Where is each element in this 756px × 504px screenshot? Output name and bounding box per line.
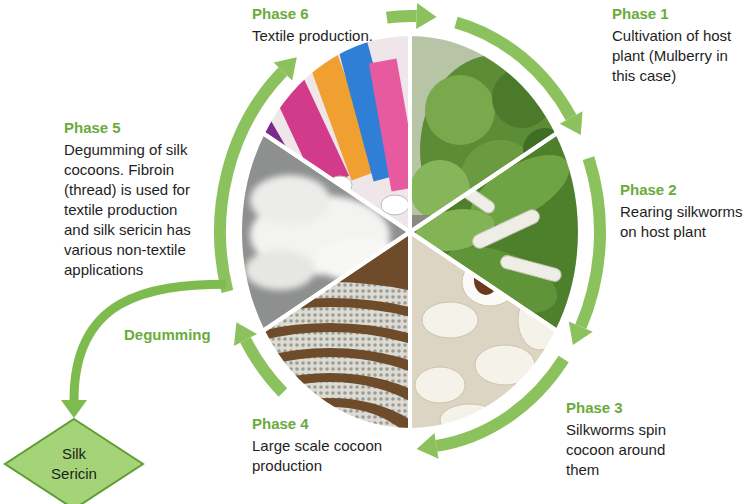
- cycle-arc: [456, 22, 571, 117]
- cycle-arc: [387, 16, 417, 18]
- flow-arrow: [387, 3, 437, 29]
- phase-sector: Phase 6Textile production.: [240, 34, 580, 430]
- sector-edge: [410, 34, 557, 232]
- arrow-head: [61, 400, 87, 418]
- cocoon-trays-photo: [70, 225, 590, 504]
- arrow-head: [234, 322, 257, 346]
- illustration-shape: [250, 175, 330, 225]
- degumming-arrow: [74, 284, 226, 400]
- phase-description: Degumming of silk cocoons. Fibroin (thre…: [64, 140, 204, 280]
- cocoon-photo: [400, 225, 590, 436]
- phase-description: Silkworms spin cocoon around them: [566, 420, 698, 480]
- illustration-shape: [70, 290, 590, 504]
- sector-edge: [410, 232, 557, 430]
- illustration-shape: [449, 177, 497, 216]
- cycle-arc: [246, 340, 283, 393]
- sector-edge: [410, 133, 580, 331]
- illustration-shape: [175, 365, 485, 504]
- diamond-label: Silk Sericin: [43, 444, 105, 484]
- phase-heading: Phase 3: [566, 398, 698, 418]
- phase-heading: Phase 1: [612, 4, 752, 24]
- phase-description: Textile production.: [252, 26, 402, 46]
- yarn-photo: [235, 29, 419, 240]
- illustration-shape: [400, 225, 590, 435]
- illustration-shape: [245, 250, 315, 290]
- edge-label: Degumming: [122, 326, 213, 344]
- cycle-arc: [220, 72, 283, 292]
- arrow-head: [417, 433, 439, 459]
- diamond-outline: [5, 419, 143, 504]
- arrow-head: [416, 3, 437, 29]
- arrow-head: [569, 322, 593, 346]
- sector-edge: [263, 34, 410, 232]
- phase-heading: Phase 2: [620, 180, 752, 200]
- illustration-shape: [499, 254, 562, 283]
- phase-description: Rearing silkworms on host plant: [620, 202, 752, 242]
- sector-edge: [263, 232, 410, 430]
- illustration-shape: [425, 75, 495, 145]
- cycle-arc: [436, 359, 563, 446]
- product-diamond: Silk Sericin: [4, 418, 144, 504]
- cycle-arc: [581, 158, 600, 327]
- illustration-shape: [422, 302, 478, 338]
- arrow-head: [274, 57, 297, 80]
- phase-heading: Phase 4: [252, 414, 402, 434]
- phase-description: Cultivation of host plant (Mulberry in t…: [612, 26, 752, 86]
- phase-description: Large scale cocoon production: [252, 436, 402, 476]
- flow-arrow: [234, 322, 283, 392]
- illustration-shape: [470, 207, 541, 250]
- sector-outline: [240, 34, 580, 430]
- phase-heading: Phase 5: [64, 118, 204, 138]
- flow-arrow: [220, 57, 297, 291]
- arrow-head: [560, 111, 583, 135]
- phase-heading: Phase 6: [252, 4, 402, 24]
- sector-edge: [240, 133, 410, 331]
- illustration-shape: [381, 195, 409, 215]
- flow-arrow: [61, 284, 226, 418]
- illustration-shape: [415, 367, 465, 403]
